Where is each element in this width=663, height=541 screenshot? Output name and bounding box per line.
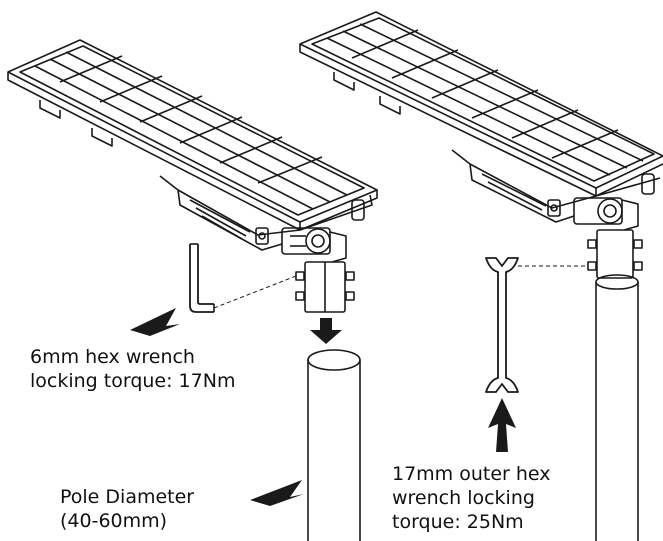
- hex-wrench-label-line1: 6mm hex wrench: [30, 346, 195, 368]
- wrench-guide-line: [213, 275, 297, 309]
- right-solar-light-assembly: [299, 11, 663, 541]
- outer-hex-wrench-label-line1: 17mm outer hex: [392, 463, 551, 485]
- up-arrow-icon: [488, 398, 516, 452]
- left-pole: [307, 349, 361, 541]
- open-end-wrench-icon: [485, 257, 519, 393]
- hex-wrench-label-line2: locking torque: 17Nm: [30, 370, 236, 392]
- left-light-housing: [39, 100, 373, 251]
- down-arrow-icon: [310, 318, 342, 344]
- hex-wrench-icon: [189, 243, 215, 313]
- right-light-housing: [333, 72, 661, 223]
- outer-hex-wrench-label: 17mm outer hex wrench locking torque: 25…: [392, 462, 551, 534]
- outer-hex-wrench-label-line3: torque: 25Nm: [392, 511, 524, 533]
- outer-hex-wrench-label-line2: wrench locking: [392, 487, 535, 509]
- left-solar-panel: [7, 39, 378, 231]
- pole-diameter-label-line1: Pole Diameter: [60, 486, 195, 508]
- right-solar-panel: [299, 11, 663, 197]
- hex-wrench-label: 6mm hex wrench locking torque: 17Nm: [30, 345, 235, 393]
- hex-wrench-arrow-icon: [130, 308, 180, 336]
- left-mounting-bracket: [281, 227, 355, 313]
- pole-arrow-icon: [250, 480, 304, 506]
- pole-diameter-label-line2: (40-60mm): [60, 510, 168, 532]
- pole-diameter-label: Pole Diameter (40-60mm): [60, 485, 194, 533]
- left-solar-light-assembly: [7, 39, 378, 541]
- right-pole: [595, 274, 639, 541]
- right-mounting-bracket: [573, 197, 643, 279]
